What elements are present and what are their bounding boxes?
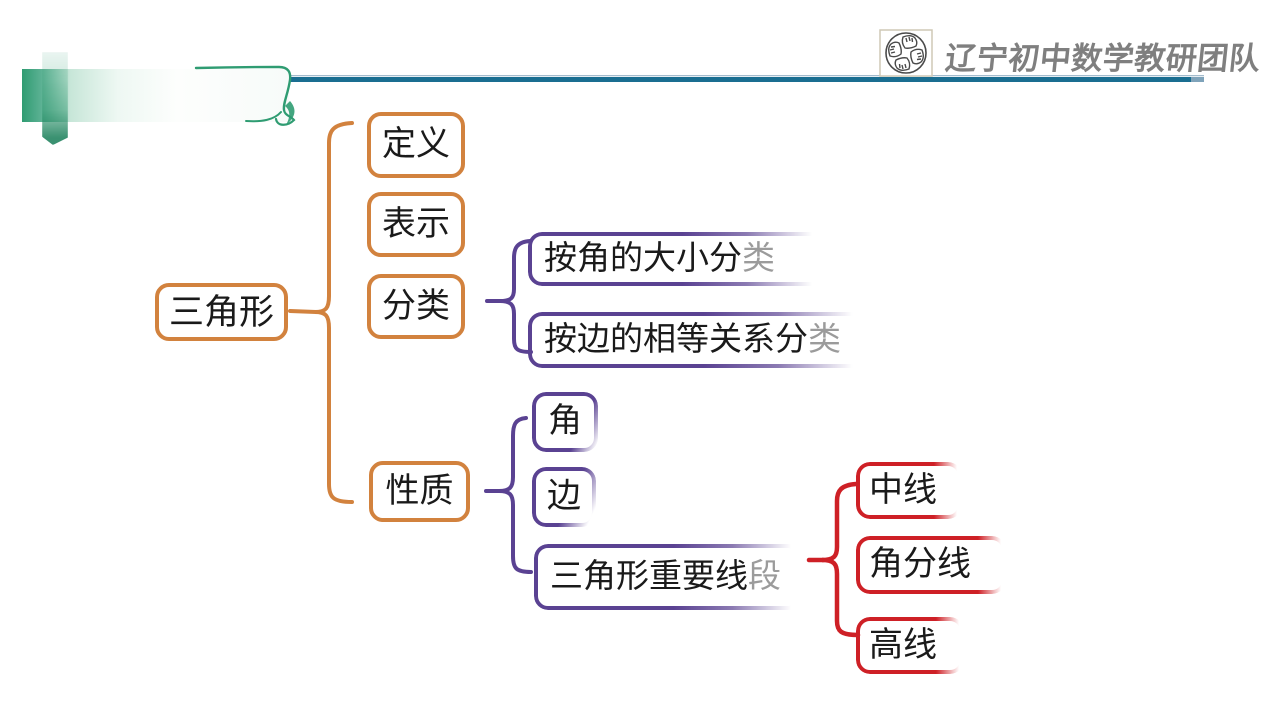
node-label: 角 [548, 403, 582, 440]
node-border [367, 274, 465, 339]
node-triangle-root: 三角形 [155, 283, 288, 341]
node-border [369, 461, 470, 522]
node-label-fading: 类 [742, 240, 775, 277]
node-representation: 表示 [367, 192, 465, 257]
node-label: 三角形重要线 [550, 558, 748, 595]
node-label: 高线 [869, 626, 937, 664]
node-label: 角分线 [869, 546, 971, 583]
node-border [532, 467, 596, 527]
node-classification: 分类 [367, 274, 465, 339]
node-important-segments: 三角形重要线段 [534, 544, 802, 610]
node-border [367, 192, 465, 257]
node-label: 中线 [869, 471, 937, 509]
node-border [528, 232, 824, 286]
node-border [856, 462, 962, 519]
header-divider-line [287, 75, 1204, 82]
divider-end-cap [1191, 77, 1204, 82]
root-connector-line [288, 309, 318, 314]
node-label-fading: 段 [748, 558, 781, 595]
node-angle-bisector: 角分线 [856, 536, 1006, 594]
node-label: 性质 [385, 472, 454, 510]
node-border [155, 283, 288, 341]
node-label: 三角形 [168, 292, 274, 332]
node-label-fading: 类 [808, 321, 841, 358]
node-label: 定义 [382, 126, 450, 163]
node-side: 边 [532, 467, 596, 527]
node-label: 按角的大小分 [544, 240, 742, 277]
node-properties: 性质 [369, 461, 470, 522]
segments-children-brace [821, 481, 861, 638]
node-label: 分类 [382, 287, 450, 325]
node-label: 表示 [382, 205, 450, 243]
node-border [856, 617, 964, 674]
classification-children-brace [499, 239, 533, 354]
ribbon-fold-decoration [42, 52, 68, 145]
team-name-text: 辽宁初中数学教研团队 [943, 41, 1263, 76]
node-classify-by-angle: 按角的大小分类 [528, 232, 824, 286]
node-border [528, 312, 866, 368]
node-border [532, 392, 598, 452]
node-border [856, 536, 1006, 594]
node-border [367, 112, 465, 178]
team-logo-hands-icon [879, 29, 933, 77]
node-classify-by-side: 按边的相等关系分类 [528, 312, 866, 368]
node-median: 中线 [856, 462, 962, 519]
node-border [534, 544, 802, 610]
root-children-brace [314, 121, 354, 504]
node-altitude: 高线 [856, 617, 964, 674]
node-definition: 定义 [367, 112, 465, 178]
node-label: 边 [547, 478, 581, 515]
node-label: 按边的相等关系分 [544, 321, 808, 358]
node-angle: 角 [532, 392, 598, 452]
properties-children-brace [498, 416, 533, 574]
